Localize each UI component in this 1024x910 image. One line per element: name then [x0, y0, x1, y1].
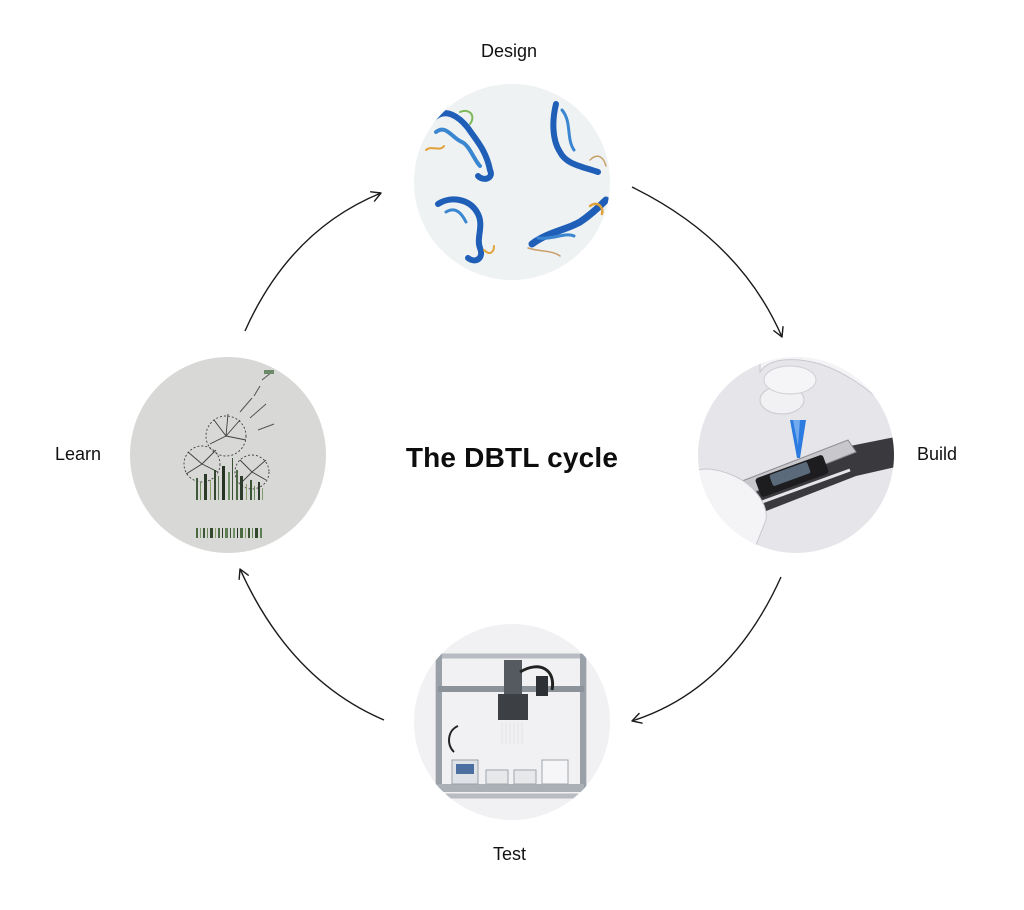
pipette-tip [790, 420, 806, 458]
barcode-strip [196, 528, 262, 538]
stage-label-learn: Learn [55, 444, 102, 464]
design-image [414, 84, 610, 280]
barcode-stems [196, 458, 263, 500]
chip-device [720, 436, 894, 522]
arrow-build-to-test [631, 576, 782, 724]
arrow-learn-to-design [244, 191, 382, 332]
arrow-design-to-build [631, 186, 784, 338]
deck-labware [448, 725, 569, 785]
protein-structure-4 [527, 196, 610, 257]
stage-label-design: Design [481, 41, 538, 61]
protein-structure-3 [435, 196, 495, 264]
protein-structure-1 [425, 110, 494, 182]
gloved-hand-top [759, 357, 894, 422]
arrow-test-to-learn [238, 568, 385, 721]
stage-label-test: Test [493, 844, 527, 864]
build-image [698, 357, 894, 553]
floating-seeds [239, 370, 275, 431]
pipetting-head [498, 660, 555, 744]
protein-structure-2 [550, 101, 607, 175]
test-image [414, 624, 610, 820]
dandelion-heads [183, 413, 270, 490]
stage-label-build: Build [917, 444, 958, 464]
learn-image [130, 357, 326, 553]
diagram-title: The DBTL cycle [405, 442, 619, 473]
